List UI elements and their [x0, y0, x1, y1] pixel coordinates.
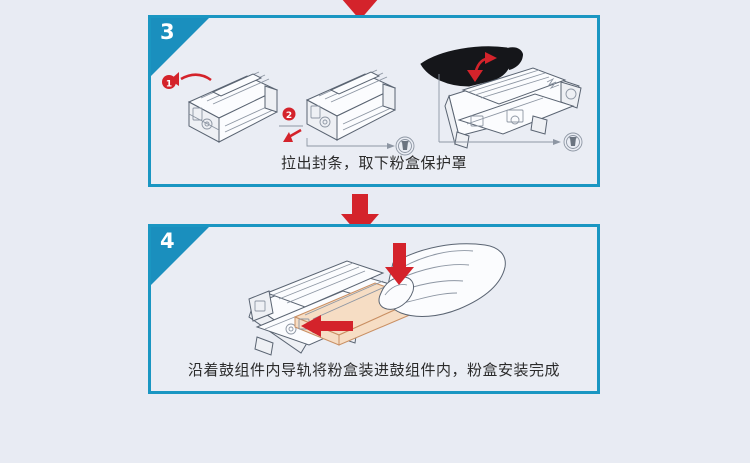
illustration-row-3: 1 [151, 24, 597, 156]
step-badge-4: 4 [151, 227, 209, 285]
curved-arrow-icon [170, 72, 212, 86]
press-down-arrow-icon [385, 243, 414, 285]
badge-triangle [151, 227, 209, 285]
arrow-top [337, 0, 383, 22]
illustration-hand-inserting-cartridge-into-drum [243, 233, 513, 361]
svg-text:1: 1 [166, 80, 172, 90]
illustration-drum-unit-remove-cover [415, 24, 595, 162]
hand [378, 243, 506, 317]
pull-arrow-icon [283, 128, 302, 142]
step-caption-3: 拉出封条，取下粉盒保护罩 [280, 154, 467, 172]
illustration-toner-cartridge-remove-seal: 2 [279, 58, 415, 158]
down-arrow-icon [342, 0, 378, 20]
step-panel-3: 3 [148, 15, 600, 187]
step-number: 4 [160, 229, 175, 253]
remove-cover-arrow-icon [467, 52, 497, 82]
svg-text:2: 2 [286, 111, 292, 121]
marker-2: 2 [282, 107, 296, 121]
step-caption-4: 沿着鼓组件内导轨将粉盒装进鼓组件内，粉盒安装完成 [187, 361, 560, 379]
recycle-bin-icon [563, 132, 583, 152]
illustration-toner-cartridge-pull-seal: 1 [155, 54, 283, 154]
insert-arrow-icon [301, 315, 353, 337]
step-panel-4: 4 [148, 224, 600, 394]
recycle-bin-icon [395, 136, 415, 156]
